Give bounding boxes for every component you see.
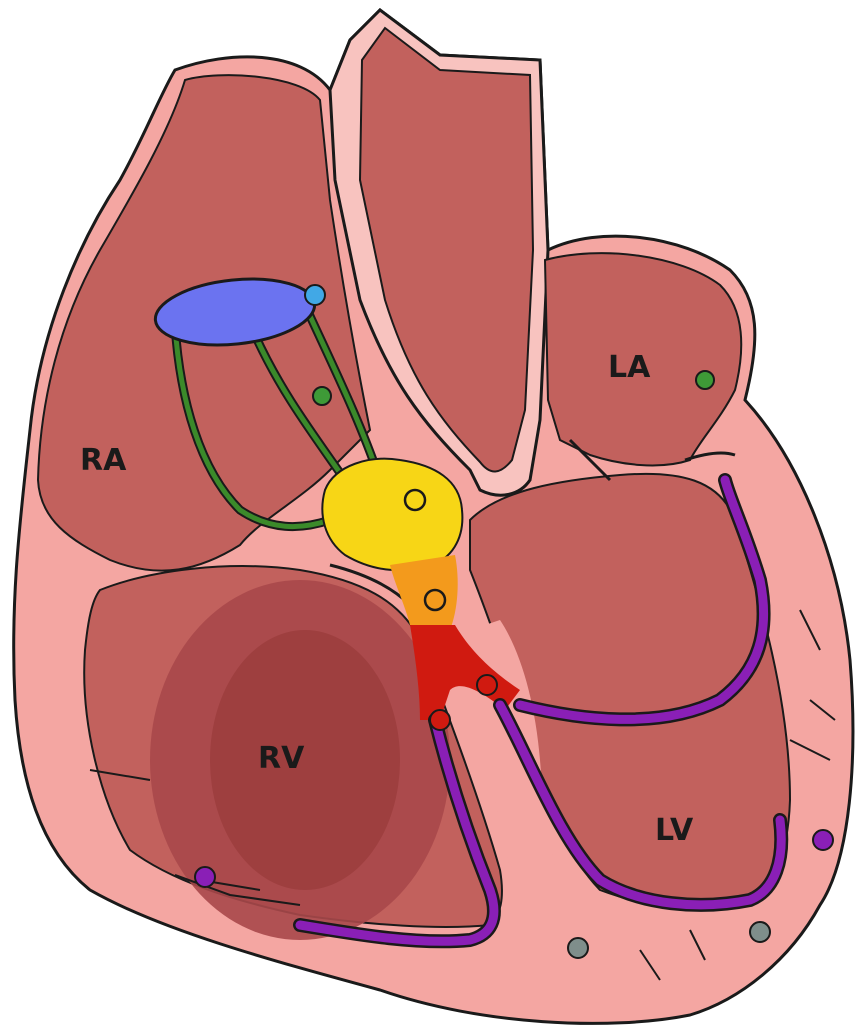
septum-gray-dot [568, 938, 588, 958]
rv-dark-core [210, 630, 400, 890]
label-lv: LV [655, 813, 694, 848]
label-ra: RA [80, 443, 127, 478]
right-branch-marker [430, 710, 450, 730]
left-branch-marker [477, 675, 497, 695]
sa-node-dot [305, 285, 325, 305]
ra-green-dot [313, 387, 331, 405]
lv-purple-dot [813, 830, 833, 850]
la-green-dot [696, 371, 714, 389]
av-node [322, 459, 462, 570]
lv-gray-dot [750, 922, 770, 942]
label-la: LA [608, 350, 651, 385]
rv-purple-dot [195, 867, 215, 887]
label-rv: RV [258, 741, 305, 776]
